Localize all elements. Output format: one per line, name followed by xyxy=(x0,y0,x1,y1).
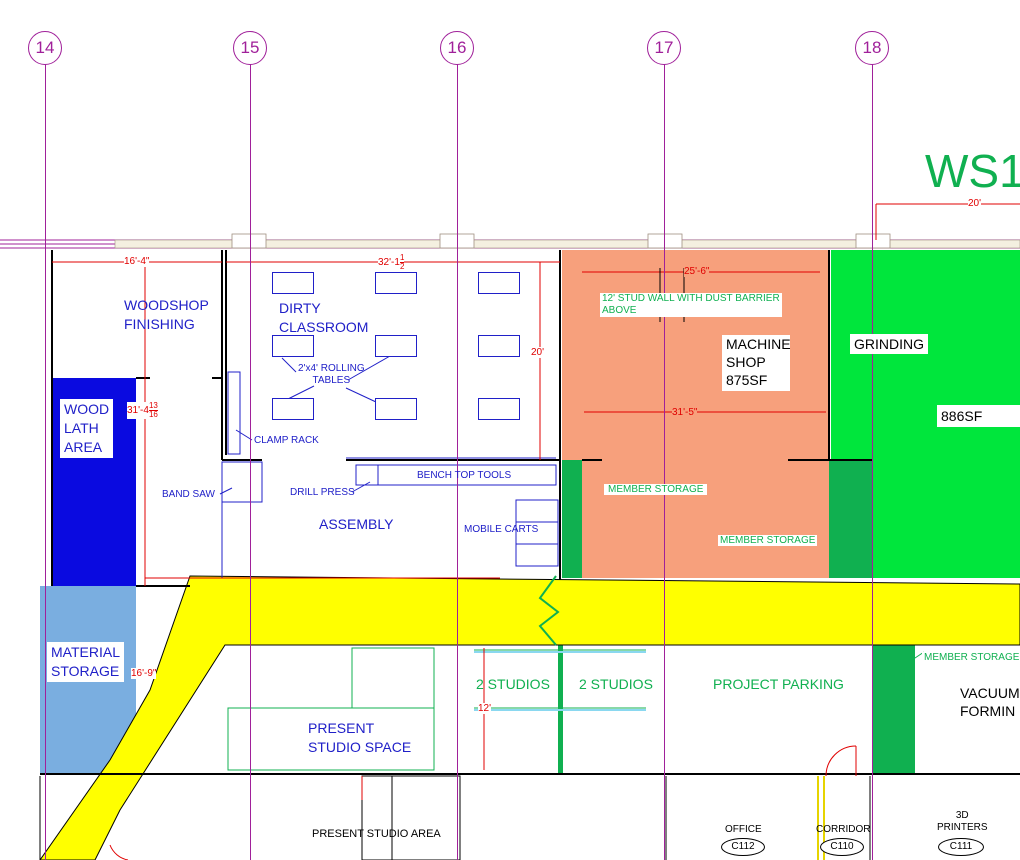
dimension-label: 16'-9" xyxy=(131,668,157,679)
rolling-table xyxy=(478,398,520,420)
room-2-studios-left: 2 STUDIOS xyxy=(476,676,550,692)
room-woodshop-finishing: WOODSHOP FINISHING xyxy=(124,297,209,332)
sheet-code: WS1 xyxy=(925,145,1020,197)
room-tag-printers: C111 xyxy=(938,838,984,856)
room-dirty-classroom: DIRTY CLASSROOM xyxy=(279,300,369,335)
dimension-value: 31'-4 xyxy=(127,405,149,417)
note-rolling-tables: 2'x4' ROLLING TABLES xyxy=(298,363,365,386)
room-grinding-area: 886SF xyxy=(937,405,1020,427)
grid-line-17 xyxy=(664,64,665,860)
room-project-parking: PROJECT PARKING xyxy=(713,676,844,692)
room-wood-lath-area: WOOD LATH AREA xyxy=(60,399,114,458)
grid-line-16 xyxy=(457,64,458,860)
note-member-storage-2: MEMBER STORAGE xyxy=(718,535,818,546)
dimension-frac-den: 2 xyxy=(399,262,405,271)
dimension-label: 20' xyxy=(968,198,982,209)
note-band-saw: BAND SAW xyxy=(162,489,215,500)
grid-line-18 xyxy=(872,64,873,860)
rolling-table xyxy=(375,272,417,294)
note-member-storage-1: MEMBER STORAGE xyxy=(604,484,708,495)
rolling-table xyxy=(375,335,417,357)
member-storage-zone-mid xyxy=(829,460,873,578)
rolling-table xyxy=(272,335,314,357)
grid-line-14 xyxy=(45,64,46,860)
rolling-table xyxy=(478,335,520,357)
room-office: OFFICE xyxy=(725,824,762,835)
dimension-label: 20' xyxy=(531,347,545,358)
room-material-storage: MATERIAL STORAGE xyxy=(47,642,124,682)
rolling-table xyxy=(272,272,314,294)
note-stud-wall: 12' STUD WALL WITH DUST BARRIER ABOVE xyxy=(600,293,782,317)
note-clamp-rack: CLAMP RACK xyxy=(254,435,319,446)
dimension-value: 32'-1 xyxy=(378,257,400,269)
dimension-frac-num: 13 xyxy=(148,401,158,411)
room-tag-office: C112 xyxy=(721,838,765,856)
grid-bubble-16: 16 xyxy=(440,31,474,65)
corridor-zone xyxy=(39,575,1020,860)
note-drill-press: DRILL PRESS xyxy=(290,487,355,498)
room-2-studios-right: 2 STUDIOS xyxy=(579,676,653,692)
rolling-table xyxy=(375,398,417,420)
room-vacuum-forming: VACUUM FORMIN xyxy=(960,685,1020,719)
dimension-label: 16'-4" xyxy=(124,256,150,267)
note-member-storage-3: MEMBER STORAGE xyxy=(922,652,1020,663)
dimension-label: 25'-6" xyxy=(684,266,710,277)
grid-line-15 xyxy=(250,64,251,860)
room-assembly: ASSEMBLY xyxy=(319,516,394,532)
grid-bubble-17: 17 xyxy=(647,31,681,65)
room-grinding: GRINDING xyxy=(850,334,928,354)
break-line xyxy=(538,575,560,646)
member-storage-zone-right xyxy=(873,645,915,773)
rolling-table xyxy=(478,272,520,294)
dimension-frac-num: 1 xyxy=(399,253,405,263)
dimension-label: 31'-5" xyxy=(672,407,698,418)
dimension-label: 12' xyxy=(478,703,492,714)
note-mobile-carts: MOBILE CARTS xyxy=(464,524,539,535)
room-present-studio-space: PRESENT STUDIO SPACE xyxy=(308,720,412,755)
grid-bubble-14: 14 xyxy=(28,31,62,65)
room-3d-printers: 3D PRINTERS xyxy=(937,810,988,833)
member-storage-zone-left xyxy=(562,460,582,578)
note-bench-top-tools: BENCH TOP TOOLS xyxy=(417,470,512,481)
room-present-studio-area: PRESENT STUDIO AREA xyxy=(312,828,441,840)
room-corridor: CORRIDOR xyxy=(816,824,871,835)
rolling-table xyxy=(272,398,314,420)
room-tag-corridor: C110 xyxy=(820,838,864,856)
room-machine-shop: MACHINE SHOP 875SF xyxy=(722,335,791,391)
dimension-frac-den: 16 xyxy=(148,410,158,419)
grid-bubble-15: 15 xyxy=(233,31,267,65)
grid-bubble-18: 18 xyxy=(855,31,889,65)
